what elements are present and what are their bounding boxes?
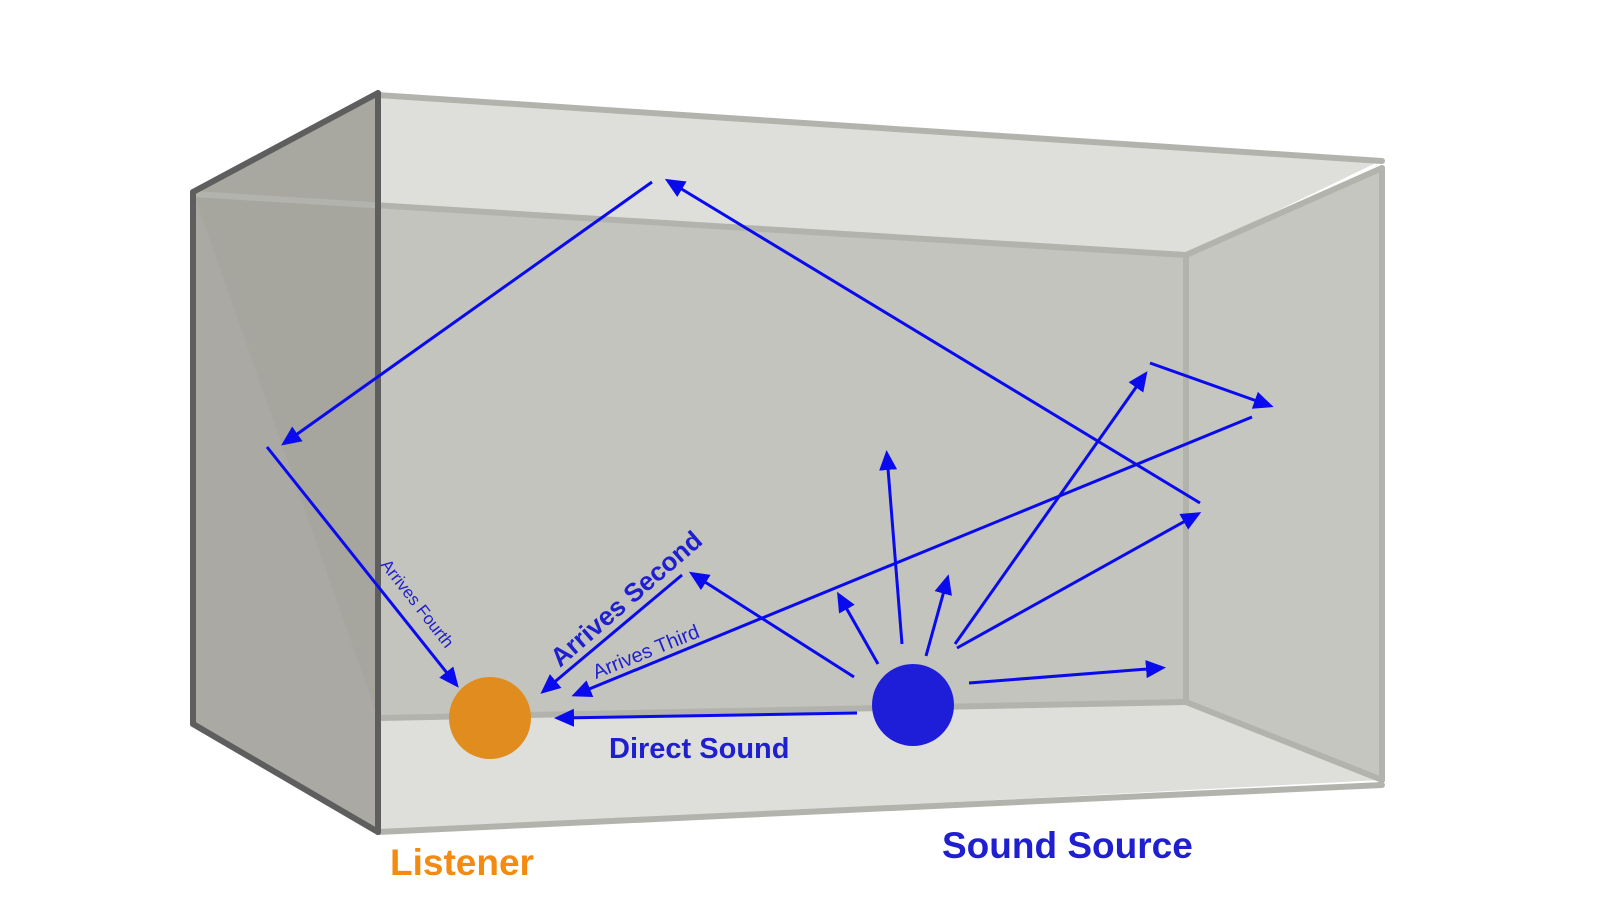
room <box>190 90 1385 835</box>
ray-direct <box>554 708 858 727</box>
sound-rays <box>265 178 1274 727</box>
room-edges-dark <box>190 90 381 835</box>
sound-source-dot <box>872 664 954 746</box>
ray-third-mid <box>1149 361 1274 409</box>
ray-third-up <box>953 371 1148 645</box>
ray-fourth-3 <box>265 446 459 688</box>
listener-label: Listener <box>390 842 534 883</box>
ray-third-in <box>571 415 1253 698</box>
listener-dot <box>449 677 531 759</box>
ray-fourth-1 <box>664 178 1201 505</box>
ray-second-out <box>688 571 855 679</box>
ceiling <box>193 93 1382 255</box>
ray-third-out <box>956 512 1202 650</box>
right-wall <box>1186 168 1382 780</box>
ray-up <box>879 450 904 645</box>
sound-source-label: Sound Source <box>942 825 1193 866</box>
ray-up-right <box>924 574 952 657</box>
left-wall <box>193 93 378 832</box>
ray-second-in <box>540 573 683 694</box>
ray-up-left <box>837 591 880 665</box>
label-direct-sound: Direct Sound <box>609 733 789 765</box>
floor <box>378 702 1382 832</box>
ray-fourth-2 <box>281 180 653 446</box>
ray-right <box>968 660 1166 685</box>
